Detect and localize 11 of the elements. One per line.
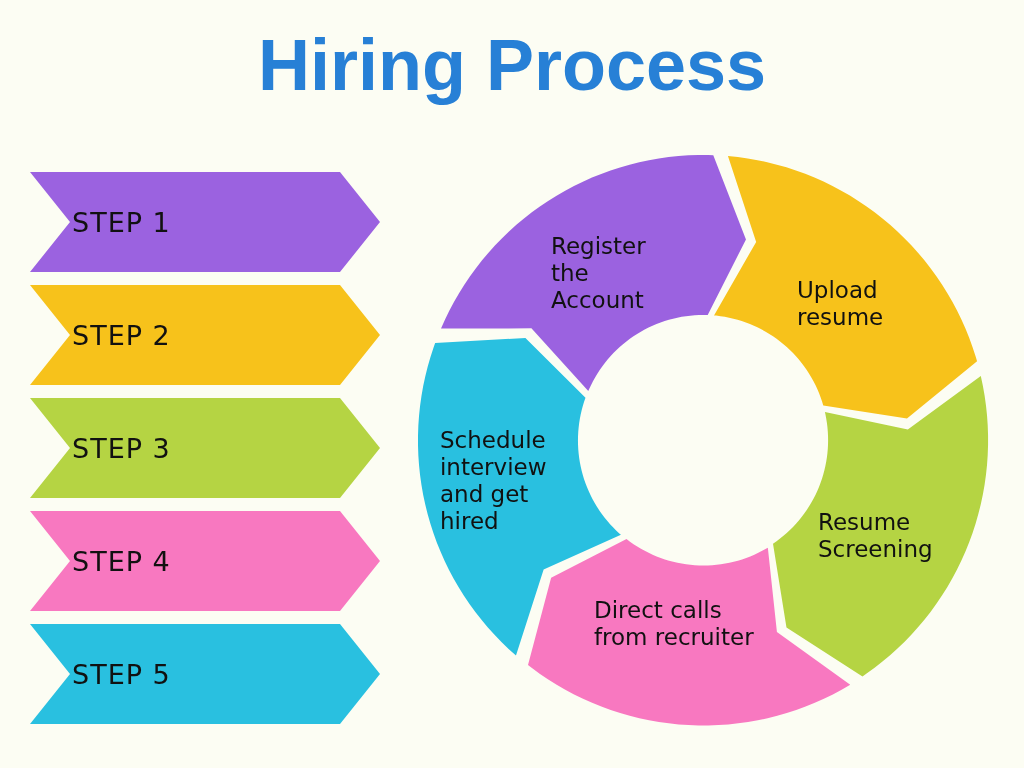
title: Hiring Process	[256, 24, 768, 107]
step-description: Resume Screening	[818, 509, 934, 563]
step-description: Register the Account	[551, 233, 647, 314]
step-label: STEP 2	[72, 319, 171, 351]
step-description: Upload resume	[797, 277, 885, 331]
step-description: Direct calls from recruiter	[594, 597, 755, 651]
step-label: STEP 3	[72, 432, 171, 464]
step-description: Schedule interview and get hired	[440, 427, 548, 535]
step-label: STEP 5	[72, 658, 171, 690]
step-label: STEP 1	[72, 206, 171, 238]
step-label: STEP 4	[72, 545, 171, 577]
